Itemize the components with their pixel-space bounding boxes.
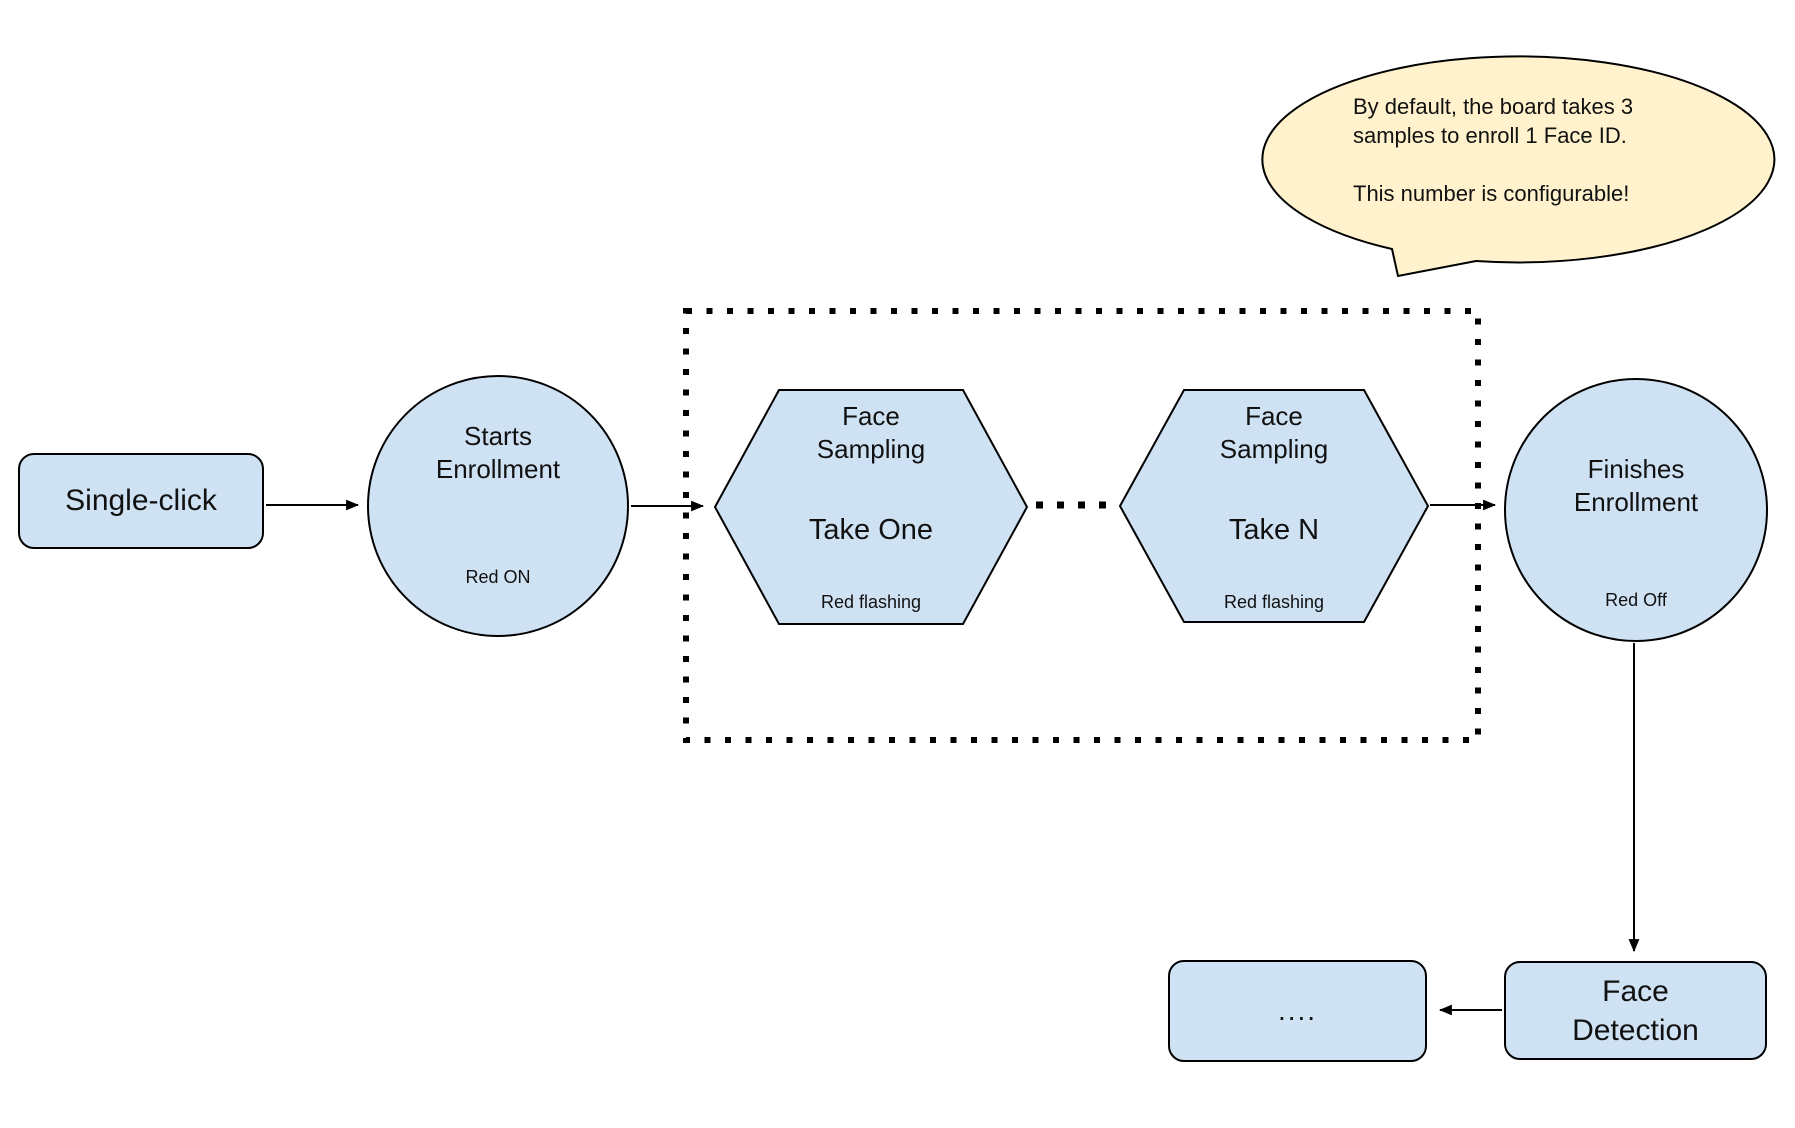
face-sampling-n-title: Face Sampling — [1219, 401, 1329, 464]
callout-bubble — [1261, 55, 1776, 278]
single-click-label: Single-click — [65, 484, 217, 517]
face-detection-node: Face Detection — [1504, 961, 1767, 1060]
starts-enrollment-title: Starts Enrollment — [435, 421, 561, 484]
face-sampling-take-n-text: Face Sampling Take N Red flashing — [1120, 390, 1428, 622]
face-sampling-one-title: Face Sampling — [816, 401, 926, 464]
finishes-enrollment-title: Finishes Enrollment — [1573, 454, 1699, 517]
face-sampling-take-one-hexagon — [713, 389, 1029, 625]
face-sampling-n-led-note: Red flashing — [1223, 592, 1325, 612]
ellipsis-label: .... — [1277, 995, 1318, 1026]
face-sampling-one-take-label: Take One — [808, 514, 934, 546]
sampling-group-dotted-border — [683, 308, 1481, 743]
starts-enrollment-led-note: Red ON — [465, 567, 531, 587]
face-sampling-n-take-label: Take N — [1228, 514, 1320, 546]
face-sampling-one-led-note: Red flashing — [820, 592, 922, 612]
face-sampling-take-n-hexagon — [1118, 389, 1430, 623]
finishes-enrollment-led-note: Red Off — [1605, 590, 1667, 610]
finishes-enrollment-node: Finishes Enrollment Red Off — [1504, 378, 1768, 642]
face-sampling-take-one-text: Face Sampling Take One Red flashing — [715, 390, 1027, 624]
starts-enrollment-node: Starts Enrollment Red ON — [367, 375, 629, 637]
single-click-node: Single-click — [18, 453, 264, 549]
ellipsis-node: .... — [1168, 960, 1427, 1062]
face-detection-label: Face Detection — [1572, 974, 1699, 1047]
callout-text: By default, the board takes 3 samples to… — [1353, 94, 1634, 206]
